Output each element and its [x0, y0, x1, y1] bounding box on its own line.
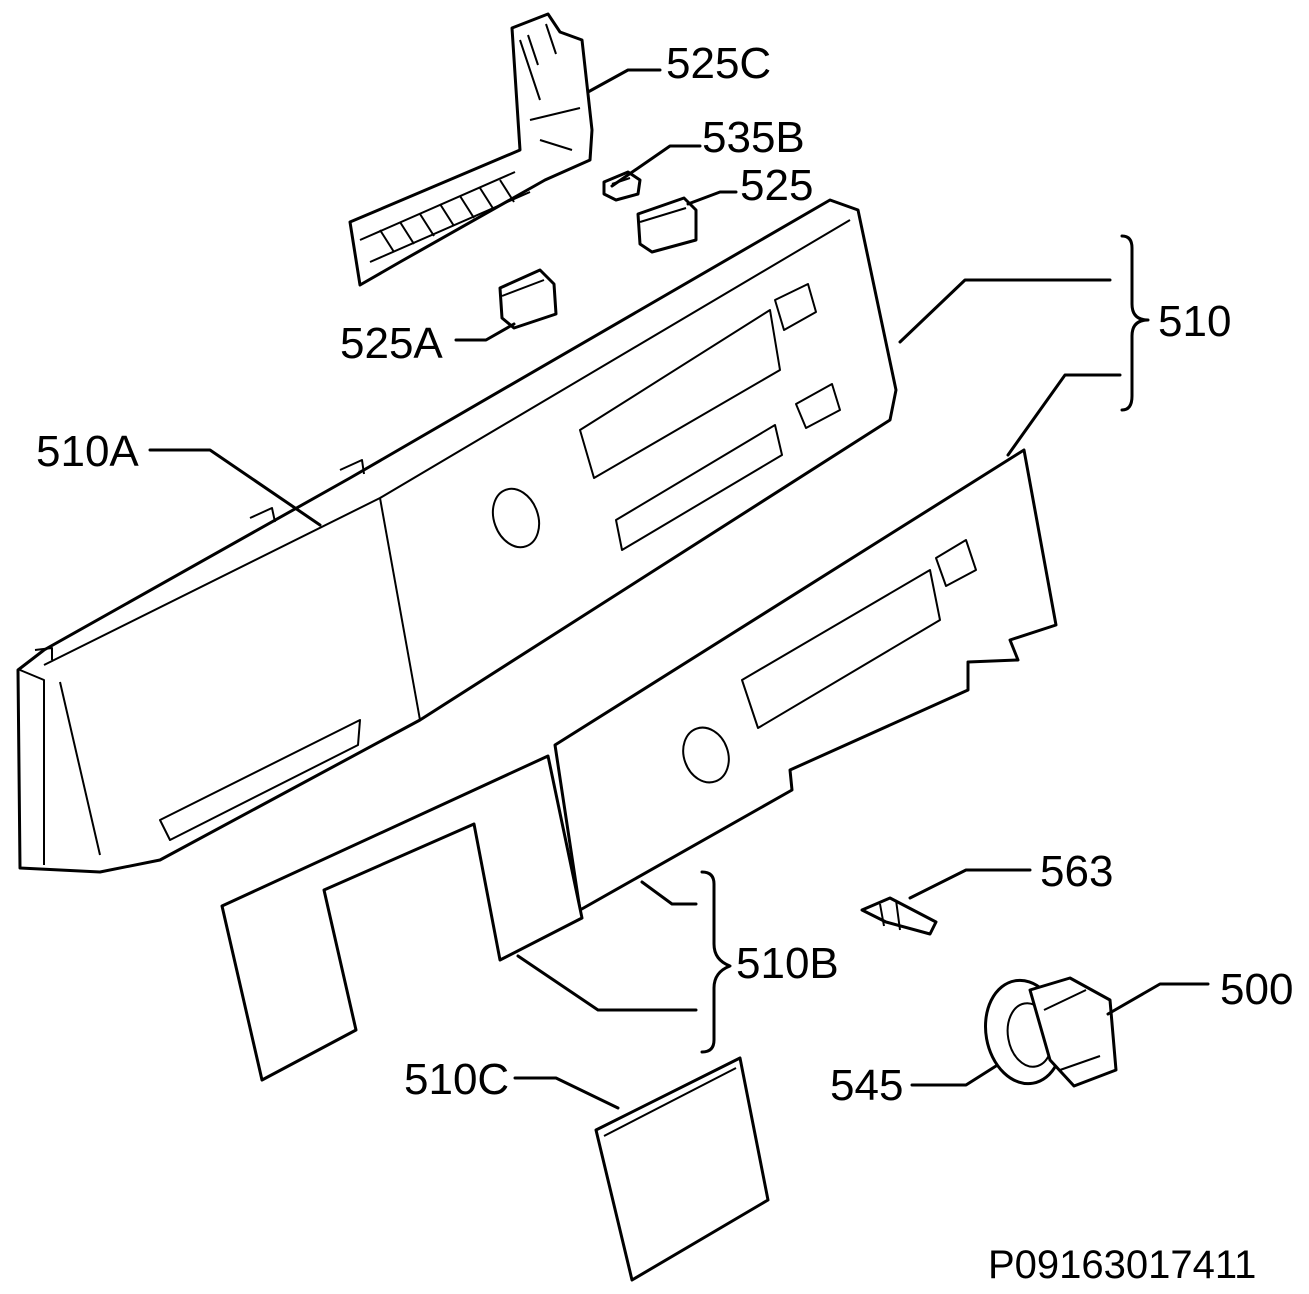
label-525C: 525C — [666, 39, 771, 88]
label-510C: 510C — [404, 1055, 509, 1104]
label-510A: 510A — [36, 427, 139, 476]
label-525: 525 — [740, 161, 813, 210]
part-510C-decor-panel — [594, 1056, 770, 1282]
label-500: 500 — [1220, 965, 1293, 1014]
part-525C-bracket — [348, 12, 594, 287]
drawing-code: P09163017411 — [988, 1243, 1256, 1287]
label-510B: 510B — [736, 939, 839, 988]
label-545: 545 — [830, 1061, 903, 1110]
part-563-pin — [860, 896, 938, 936]
label-563: 563 — [1040, 847, 1113, 896]
label-525A: 525A — [340, 319, 443, 368]
part-labels: 525C 535B 525 510 525A 510A 563 510B 500… — [36, 39, 1293, 1287]
part-500-knob — [984, 976, 1118, 1088]
label-535B: 535B — [702, 113, 805, 162]
part-525-light-guide — [636, 196, 698, 254]
part-535B-clip — [602, 170, 642, 202]
part-525A-light-guide — [498, 268, 558, 330]
part-510B-decor-panel-left — [220, 754, 584, 1082]
part-510-control-panel — [16, 198, 898, 874]
leader-lines — [148, 68, 1210, 1110]
part-510B-decor-panel — [553, 448, 1058, 912]
label-510: 510 — [1158, 297, 1231, 346]
